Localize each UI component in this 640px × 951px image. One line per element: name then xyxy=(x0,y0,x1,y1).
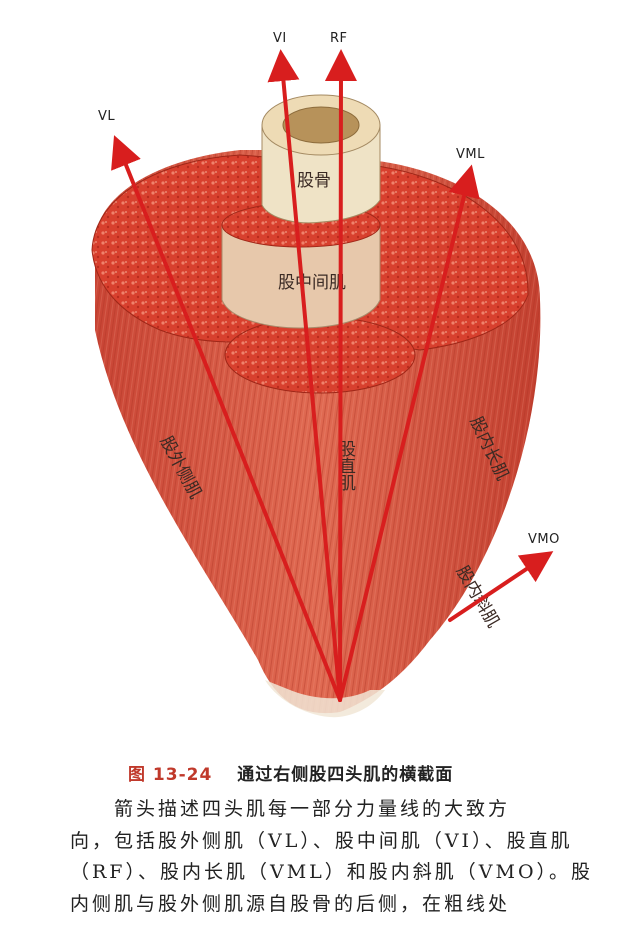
figure-title: 通过右侧股四头肌的横截面 xyxy=(237,765,454,785)
body-line-1: 箭头描述四头肌每一部分力量线的大致方 xyxy=(114,798,511,820)
arrow-vl xyxy=(111,135,342,702)
arrow-vi xyxy=(267,49,342,702)
label-femur: 股骨 xyxy=(297,171,331,191)
label-vastus-intermedius: 股中间肌 xyxy=(278,273,346,293)
body-paragraph: 箭头描述四头肌每一部分力量线的大致方 向，包括股外侧肌（VL）、股中间肌（VI）… xyxy=(70,794,590,920)
arrow-label-vmo: VMO xyxy=(528,532,560,547)
arrow-label-rf: RF xyxy=(330,31,348,46)
figure-number: 图 13-24 xyxy=(128,765,213,785)
arrow-label-vl: VL xyxy=(98,109,115,124)
tendon xyxy=(265,680,385,718)
body-line-2: 向，包括股外侧肌（VL）、股中间肌（VI）、股直肌 xyxy=(70,829,573,852)
arrow-vml xyxy=(338,164,480,702)
label-rectus-femoris: 股直肌 xyxy=(335,440,356,491)
femur-bone xyxy=(261,94,381,224)
body-line-3: （RF）、股内长肌（VML）和股内斜肌（VMO）。股 xyxy=(70,861,594,883)
figure-caption: 图 13-24 通过右侧股四头肌的横截面 xyxy=(128,760,628,785)
force-arrows xyxy=(111,49,554,702)
arrow-rf xyxy=(324,49,357,702)
body-line-4: 内侧肌与股外侧肌源自股骨的后侧，在粗线处 xyxy=(70,892,511,915)
arrow-vmo xyxy=(448,551,554,622)
arrow-label-vi: VI xyxy=(273,31,287,46)
quadriceps-cross-section-figure: 股骨 股中间肌 股外侧肌 股直肌 股内长肌 股内斜肌 VL VI RF VML … xyxy=(91,31,560,718)
arrow-label-vml: VML xyxy=(456,147,485,162)
